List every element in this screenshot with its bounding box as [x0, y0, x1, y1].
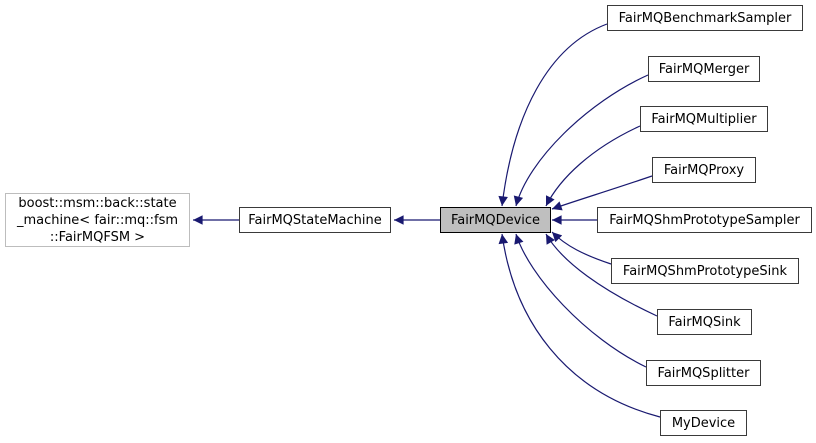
edge-splitter-to-device — [514, 233, 647, 368]
node-fairmqmerger[interactable]: FairMQMerger — [648, 56, 760, 82]
node-fairmqshmprototypesampler[interactable]: FairMQShmPrototypeSampler — [597, 207, 812, 233]
node-fairmqstatemachine[interactable]: FairMQStateMachine — [239, 207, 391, 233]
node-fairmqsplitter[interactable]: FairMQSplitter — [646, 360, 761, 386]
node-fairmqdevice: FairMQDevice — [440, 207, 551, 233]
edge-merger-to-device — [513, 74, 649, 207]
node-fairmqmultiplier[interactable]: FairMQMultiplier — [640, 106, 768, 132]
node-boost-msm-state-machine: boost::msm::back::state _machine< fair::… — [5, 193, 190, 247]
node-fairmqshmprototypesink[interactable]: FairMQShmPrototypeSink — [611, 258, 799, 284]
node-fairmqproxy[interactable]: FairMQProxy — [652, 157, 756, 183]
edge-shmprototypesink-to-device — [551, 231, 612, 265]
node-fairmqsink[interactable]: FairMQSink — [657, 309, 752, 335]
edge-multiplier-to-device — [545, 125, 641, 207]
edge-benchmarksampler-to-device — [498, 23, 608, 207]
node-fairmqbenchmarksampler[interactable]: FairMQBenchmarkSampler — [607, 5, 803, 31]
node-mydevice[interactable]: MyDevice — [660, 410, 747, 436]
edge-proxy-to-device — [551, 175, 653, 211]
